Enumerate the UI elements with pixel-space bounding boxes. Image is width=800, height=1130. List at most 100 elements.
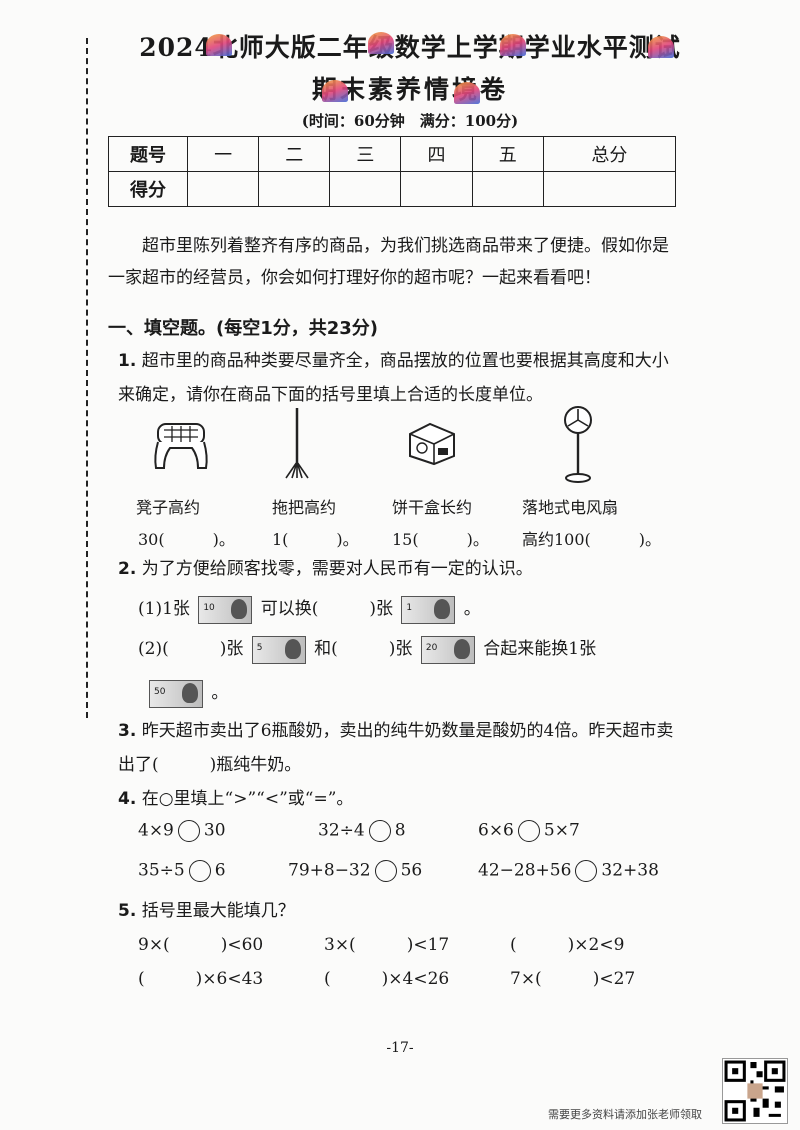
banknote-10-icon: 10 (198, 595, 253, 624)
score-input-cell[interactable] (542, 171, 677, 207)
item-stool-label: 凳子高约 (136, 498, 201, 517)
decorative-fan-icon (206, 34, 232, 56)
compare-left: 35÷5 (138, 860, 185, 881)
score-cell: 二 (258, 136, 331, 172)
score-cell: 五 (471, 136, 544, 172)
q2-line-2: (2)( )张 5 和( )张 20 合起来能换1张 (138, 634, 596, 664)
banknote-value: 5 (256, 642, 263, 653)
decorative-fan-icon (368, 32, 394, 54)
score-input-cell[interactable] (258, 171, 331, 207)
fill-max-item[interactable]: 3×( )<17 (324, 935, 450, 955)
decorative-fan-icon (500, 34, 526, 56)
score-input-cell[interactable] (471, 171, 544, 207)
question-number: 5. (118, 901, 137, 921)
page-subtitle: 期末素养情境卷 (311, 75, 508, 104)
answer-blank[interactable]: 高约100( )。 (522, 530, 662, 549)
qr-code-icon (722, 1058, 788, 1124)
compare-item: 35÷5 6 (138, 860, 226, 882)
q2-text: 。 (463, 599, 481, 619)
score-cell: 三 (329, 136, 402, 172)
compare-circle[interactable] (374, 860, 397, 882)
compare-circle[interactable] (177, 820, 200, 842)
compare-left: 79+8−32 (288, 860, 371, 881)
question-1: 1. 超市里的商品种类要尽量齐全，商品摆放的位置也要根据其高度和大小来确定，请你… (118, 344, 678, 412)
answer-blank[interactable]: 1( )。 (272, 530, 359, 549)
question-3: 3. 昨天超市卖出了6瓶酸奶，卖出的纯牛奶数量是酸奶的4倍。昨天超市卖出了( )… (118, 714, 678, 782)
q2-line-3: 50 。 (146, 678, 228, 708)
q2-text[interactable]: 可以换( )张 (260, 599, 393, 619)
decorative-fan-icon (454, 82, 480, 104)
score-cell: 得分 (108, 171, 188, 207)
fill-max-item[interactable]: ( )×2<9 (510, 935, 625, 955)
compare-circle[interactable] (575, 860, 598, 882)
fill-max-item[interactable]: ( )×6<43 (138, 969, 264, 989)
page-number: -17- (386, 1040, 414, 1056)
footer-note: 需要更多资料请添加张老师领取 (548, 1108, 702, 1121)
q2-text: (1)1张 (138, 599, 190, 619)
answer-blank[interactable]: 15( )。 (392, 530, 489, 549)
compare-left: 4×9 (138, 820, 174, 841)
score-table-score-row: 得分 (108, 171, 677, 207)
q2-text: 合起来能换1张 (483, 639, 597, 659)
score-table: 题号 一 二 三 四 五 总分 得分 (108, 136, 677, 207)
score-cell: 总分 (542, 136, 677, 172)
question-2: 2. 为了方便给顾客找零，需要对人民币有一定的认识。 (118, 552, 678, 586)
score-cell: 一 (186, 136, 260, 172)
question-text[interactable]: 昨天超市卖出了6瓶酸奶，卖出的纯牛奶数量是酸奶的4倍。昨天超市卖出了( )瓶纯牛… (118, 721, 674, 775)
score-table-header-row: 题号 一 二 三 四 五 总分 (108, 136, 677, 172)
compare-circle[interactable] (517, 820, 540, 842)
compare-circle[interactable] (368, 820, 391, 842)
compare-right: 8 (394, 820, 406, 841)
question-number: 4. (118, 789, 137, 809)
q2-text[interactable]: 和( )张 (314, 639, 413, 659)
mop-icon (285, 408, 309, 479)
compare-right: 56 (400, 860, 423, 881)
banknote-5-icon: 5 (251, 635, 306, 664)
item-mop-label: 拖把高约 (272, 498, 337, 517)
score-input-cell[interactable] (186, 171, 260, 207)
question-text: 为了方便给顾客找零，需要对人民币有一定的认识。 (141, 559, 533, 579)
item-box-label: 饼干盒长约 (392, 498, 473, 517)
compare-left: 42−28+56 (478, 860, 572, 881)
question-number: 1. (118, 351, 137, 371)
banknote-value: 10 (203, 602, 215, 613)
page-title: 2024北师大版二年级数学上学期学业水平测试 (139, 33, 681, 62)
fill-max-item[interactable]: 7×( )<27 (510, 969, 636, 989)
question-4: 4. 在○里填上“>”“<”或“=”。 (118, 782, 678, 816)
score-input-cell[interactable] (400, 171, 473, 207)
binding-dash-line (86, 38, 88, 718)
banknote-50-icon: 50 (149, 679, 203, 708)
compare-left: 6×6 (478, 820, 514, 841)
compare-right: 6 (214, 860, 226, 881)
biscuit-box-icon (409, 422, 455, 466)
score-cell: 四 (400, 136, 473, 172)
banknote-value: 1 (406, 602, 413, 613)
intro-paragraph: 超市里陈列着整齐有序的商品，为我们挑选商品带来了便捷。假如你是一家超市的经营员，… (108, 236, 669, 288)
q2-line-1: (1)1张 10 可以换( )张 1 。 (138, 594, 481, 624)
question-text: 括号里最大能填几？ (141, 901, 295, 921)
question-number: 3. (118, 721, 137, 741)
compare-item: 79+8−32 56 (288, 860, 422, 882)
compare-item: 6×6 5×7 (478, 820, 580, 842)
banknote-value: 50 (154, 686, 166, 697)
compare-circle[interactable] (188, 860, 211, 882)
item-fan-label: 落地式电风扇 (522, 498, 619, 517)
fill-max-item[interactable]: ( )×4<26 (324, 969, 450, 989)
score-input-cell[interactable] (329, 171, 402, 207)
compare-right: 30 (203, 820, 226, 841)
compare-right: 5×7 (543, 820, 580, 841)
question-5: 5. 括号里最大能填几？ (118, 894, 678, 928)
floor-fan-icon (564, 406, 592, 483)
question-number: 2. (118, 559, 137, 579)
compare-item: 32÷4 8 (318, 820, 406, 842)
answer-blank[interactable]: 30( )。 (138, 530, 235, 549)
banknote-1-icon: 1 (401, 595, 456, 624)
q2-text[interactable]: (2)( )张 (138, 639, 244, 659)
compare-left: 32÷4 (318, 820, 365, 841)
banknote-value: 20 (425, 642, 438, 653)
fill-max-item[interactable]: 9×( )<60 (138, 935, 264, 955)
decorative-fan-icon (322, 80, 348, 102)
compare-item: 4×9 30 (138, 820, 226, 842)
